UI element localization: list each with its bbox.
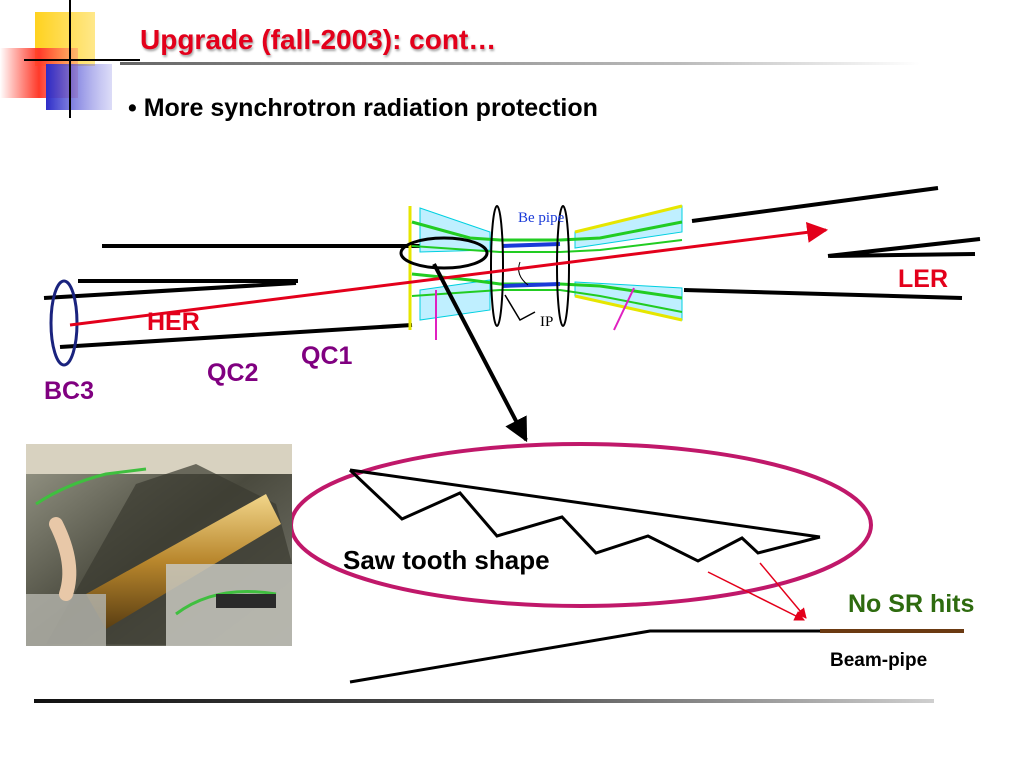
bc3-lower-wall [60,325,412,347]
bc3-upper-wall [44,283,296,298]
beam-pipe-label: Beam-pipe [830,650,927,672]
beam-pipe-wall [350,631,822,682]
saw-tooth-label: Saw tooth shape [343,545,550,576]
bc3-ellipse [51,281,77,365]
saw-tooth-ellipse [291,444,871,606]
ler-upper-wall [692,188,938,221]
qc1-label: QC1 [301,342,352,371]
bc3-label: BC3 [44,377,94,406]
ip-label: IP [540,314,553,330]
ler-inner-wall-2 [830,254,975,256]
detector-photo [26,444,292,646]
be-pipe-label: Be pipe [518,210,565,226]
qc2-label: QC2 [207,359,258,388]
bottom-rule [34,699,934,703]
her-label: HER [147,308,200,337]
saw-tooth-envelope [350,470,820,537]
no-sr-hits-label: No SR hits [848,590,974,619]
ler-label: LER [898,265,948,294]
